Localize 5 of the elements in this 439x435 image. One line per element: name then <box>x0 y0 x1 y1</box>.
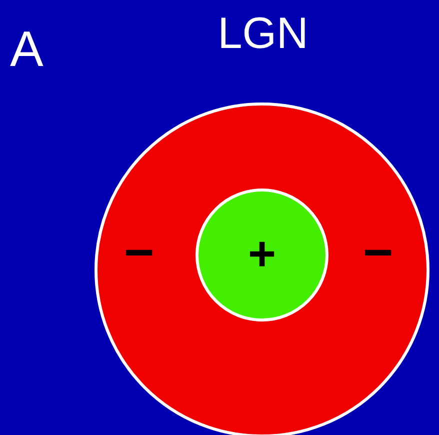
minus-sign: − <box>124 227 154 279</box>
region-label: LGN <box>218 12 308 56</box>
panel-label: A <box>10 24 44 74</box>
plus-sign: + <box>248 231 276 279</box>
minus-sign: − <box>362 227 394 279</box>
